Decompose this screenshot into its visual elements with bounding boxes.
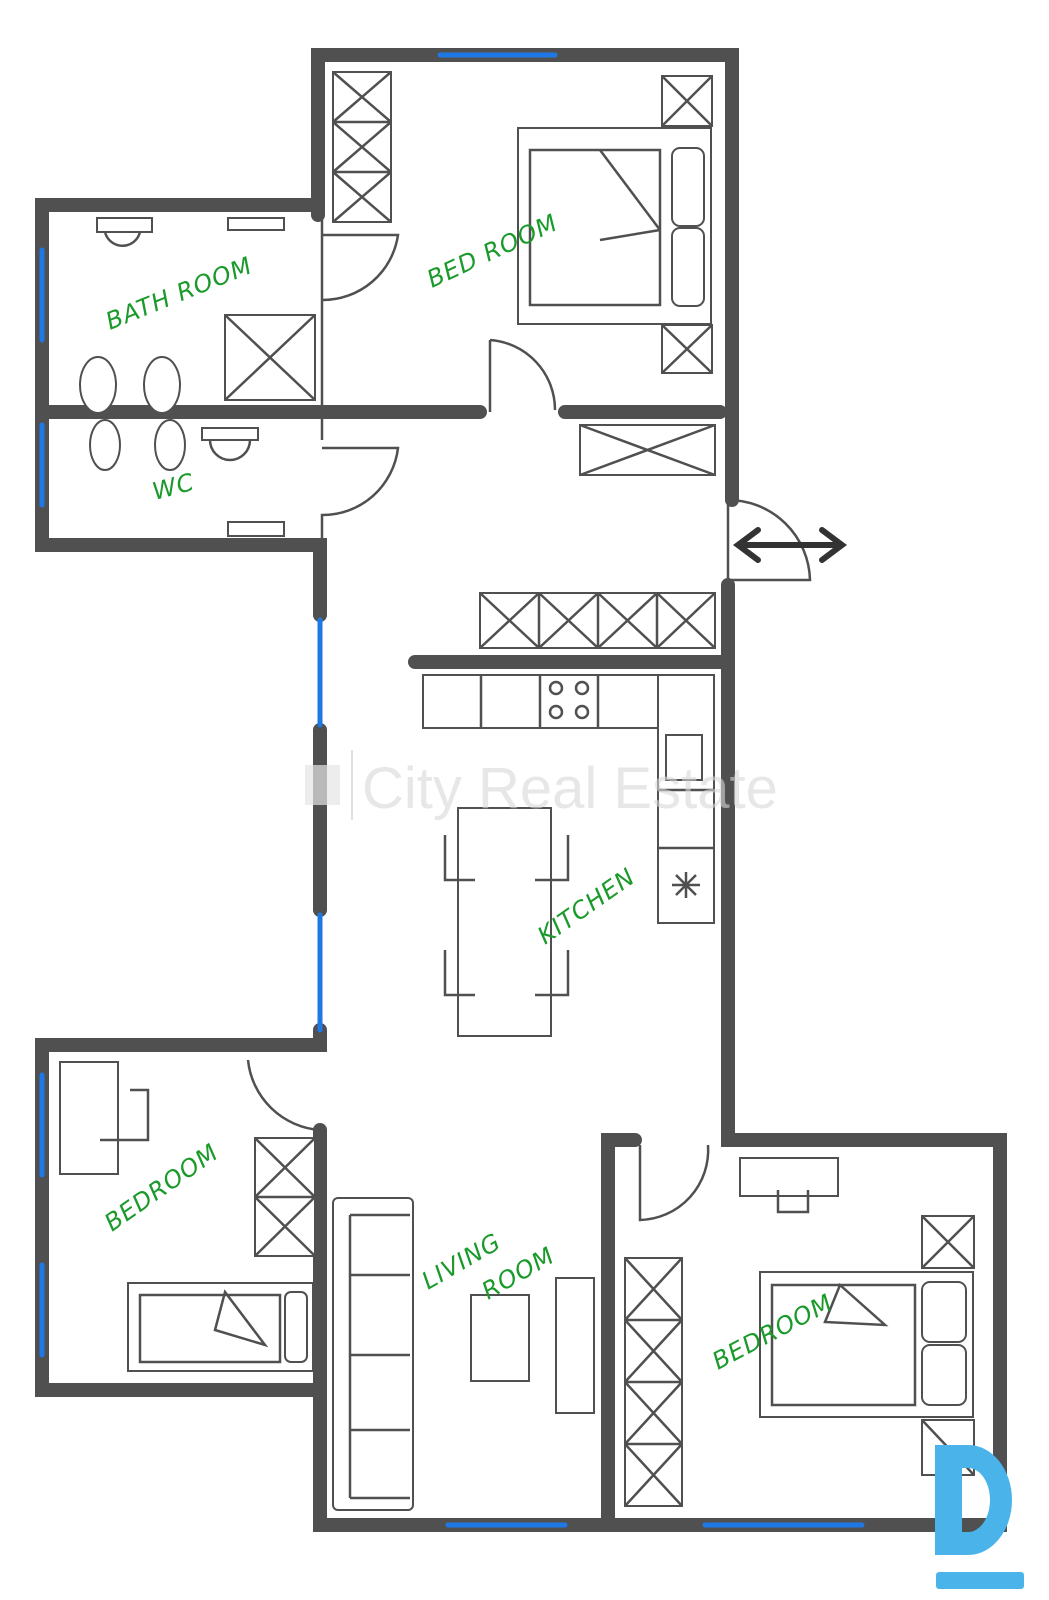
windows xyxy=(39,52,865,1528)
doors xyxy=(246,215,812,1222)
walls xyxy=(35,48,1007,1532)
furniture xyxy=(59,71,975,1511)
label-wc: WC xyxy=(149,468,197,506)
entrance-arrow-icon xyxy=(733,527,847,563)
wardrobe-top-left xyxy=(332,71,392,223)
watermark-text: City Real Estate xyxy=(362,756,778,821)
watermark: City Real Estate xyxy=(305,750,778,821)
logo xyxy=(935,1445,1024,1589)
